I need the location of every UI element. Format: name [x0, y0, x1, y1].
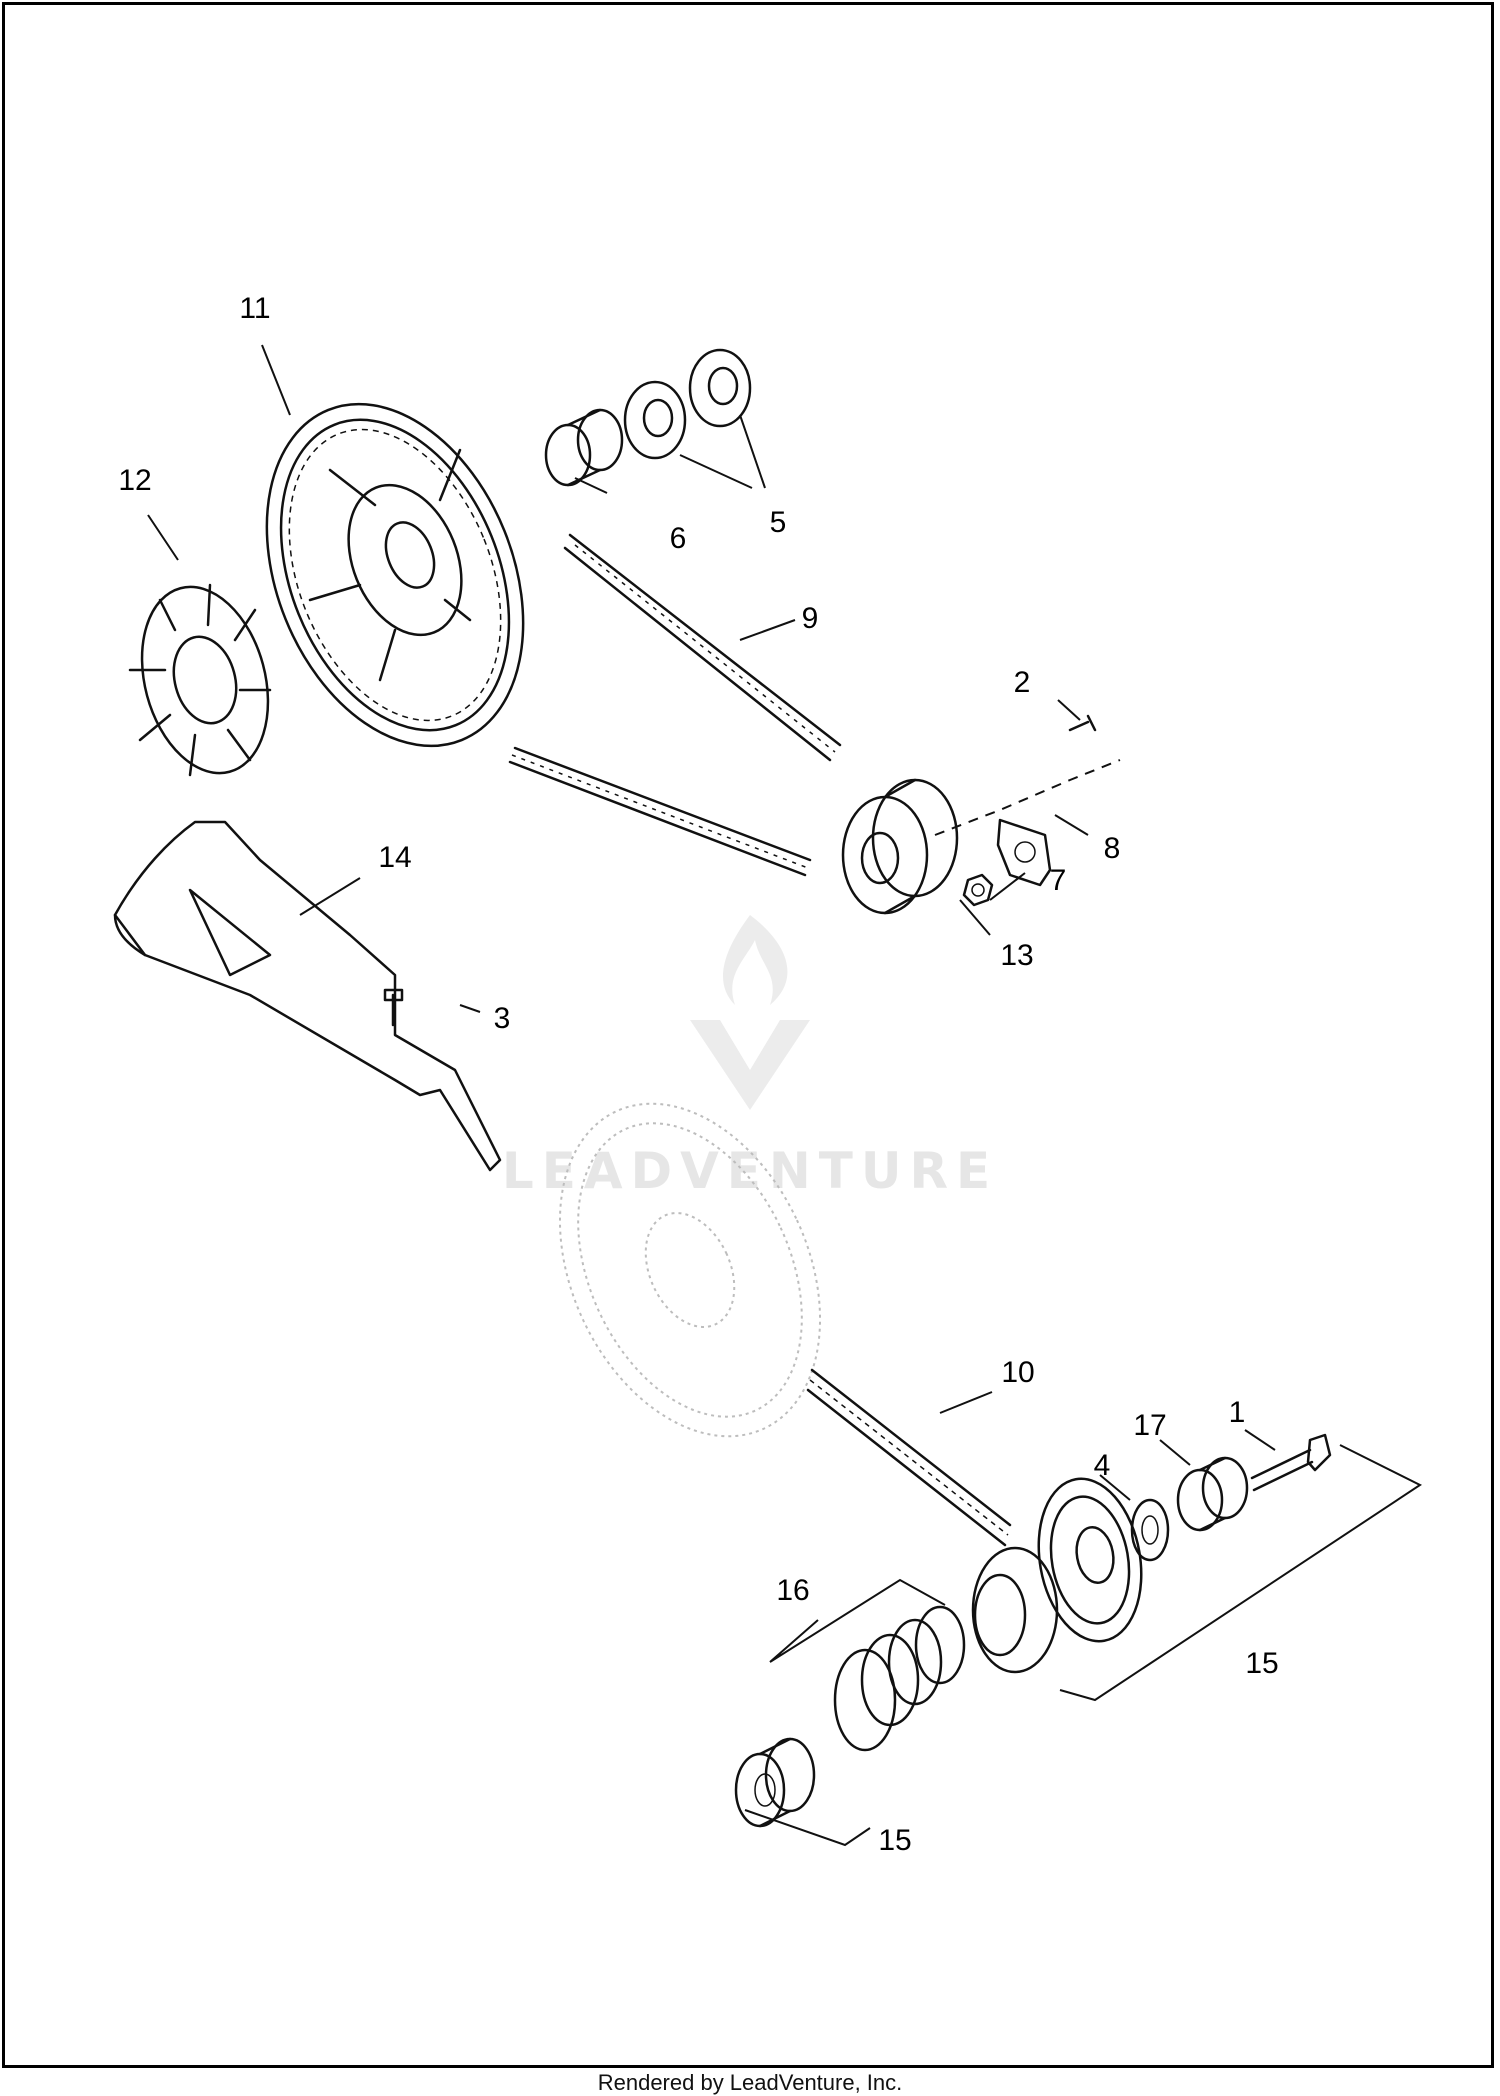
- callout-9: 9: [802, 602, 819, 635]
- nut: [962, 873, 994, 907]
- watermark-text: LEADVENTURE: [502, 1142, 998, 1200]
- callout-17: 17: [1133, 1409, 1166, 1442]
- spacer: [544, 408, 624, 487]
- callout-11: 11: [239, 292, 270, 325]
- screw-3: [383, 988, 404, 1027]
- screw-2: [1068, 714, 1097, 732]
- compensator-hub: [971, 1546, 1059, 1674]
- callout-14: 14: [378, 841, 411, 874]
- drive-chain: [806, 1368, 1012, 1547]
- transmission-pulley: [841, 778, 959, 915]
- callout-10: 10: [1001, 1356, 1034, 1389]
- bolt: [1250, 1433, 1332, 1492]
- reference-pulley-ghost: [558, 1102, 822, 1438]
- watermark-logo: LEADVENTURE: [502, 915, 998, 1200]
- bushing: [1176, 1456, 1249, 1532]
- callout-3: 3: [494, 1002, 511, 1035]
- bearings: [623, 348, 752, 460]
- drive-belt: [508, 533, 842, 877]
- callout-15-upper: 15: [1245, 1647, 1278, 1680]
- compensator-sprocket: [1037, 1477, 1143, 1643]
- pulley-fan: [128, 583, 272, 777]
- lock-plate: [996, 818, 1052, 887]
- callout-8: 8: [1104, 832, 1121, 865]
- assembly-line-2: [934, 759, 1121, 836]
- callout-1: 1: [1229, 1396, 1246, 1429]
- callout-16: 16: [776, 1574, 809, 1607]
- callout-4: 4: [1094, 1449, 1111, 1482]
- spring-stack: [833, 1605, 966, 1752]
- callout-2: 2: [1014, 666, 1031, 699]
- callout-5: 5: [770, 506, 787, 539]
- callout-7: 7: [1050, 864, 1067, 897]
- washer: [1130, 1498, 1170, 1562]
- callout-13: 13: [1000, 939, 1033, 972]
- callout-6: 6: [670, 522, 687, 555]
- callout-15-lower: 15: [878, 1824, 911, 1857]
- belt-guard: [113, 820, 502, 1172]
- footer-credit: Rendered by LeadVenture, Inc.: [597, 2070, 903, 2095]
- rear-pulley: [265, 402, 525, 748]
- splined-nut: [734, 1737, 816, 1828]
- leader-lines: [147, 344, 1422, 1847]
- callout-12: 12: [118, 464, 151, 497]
